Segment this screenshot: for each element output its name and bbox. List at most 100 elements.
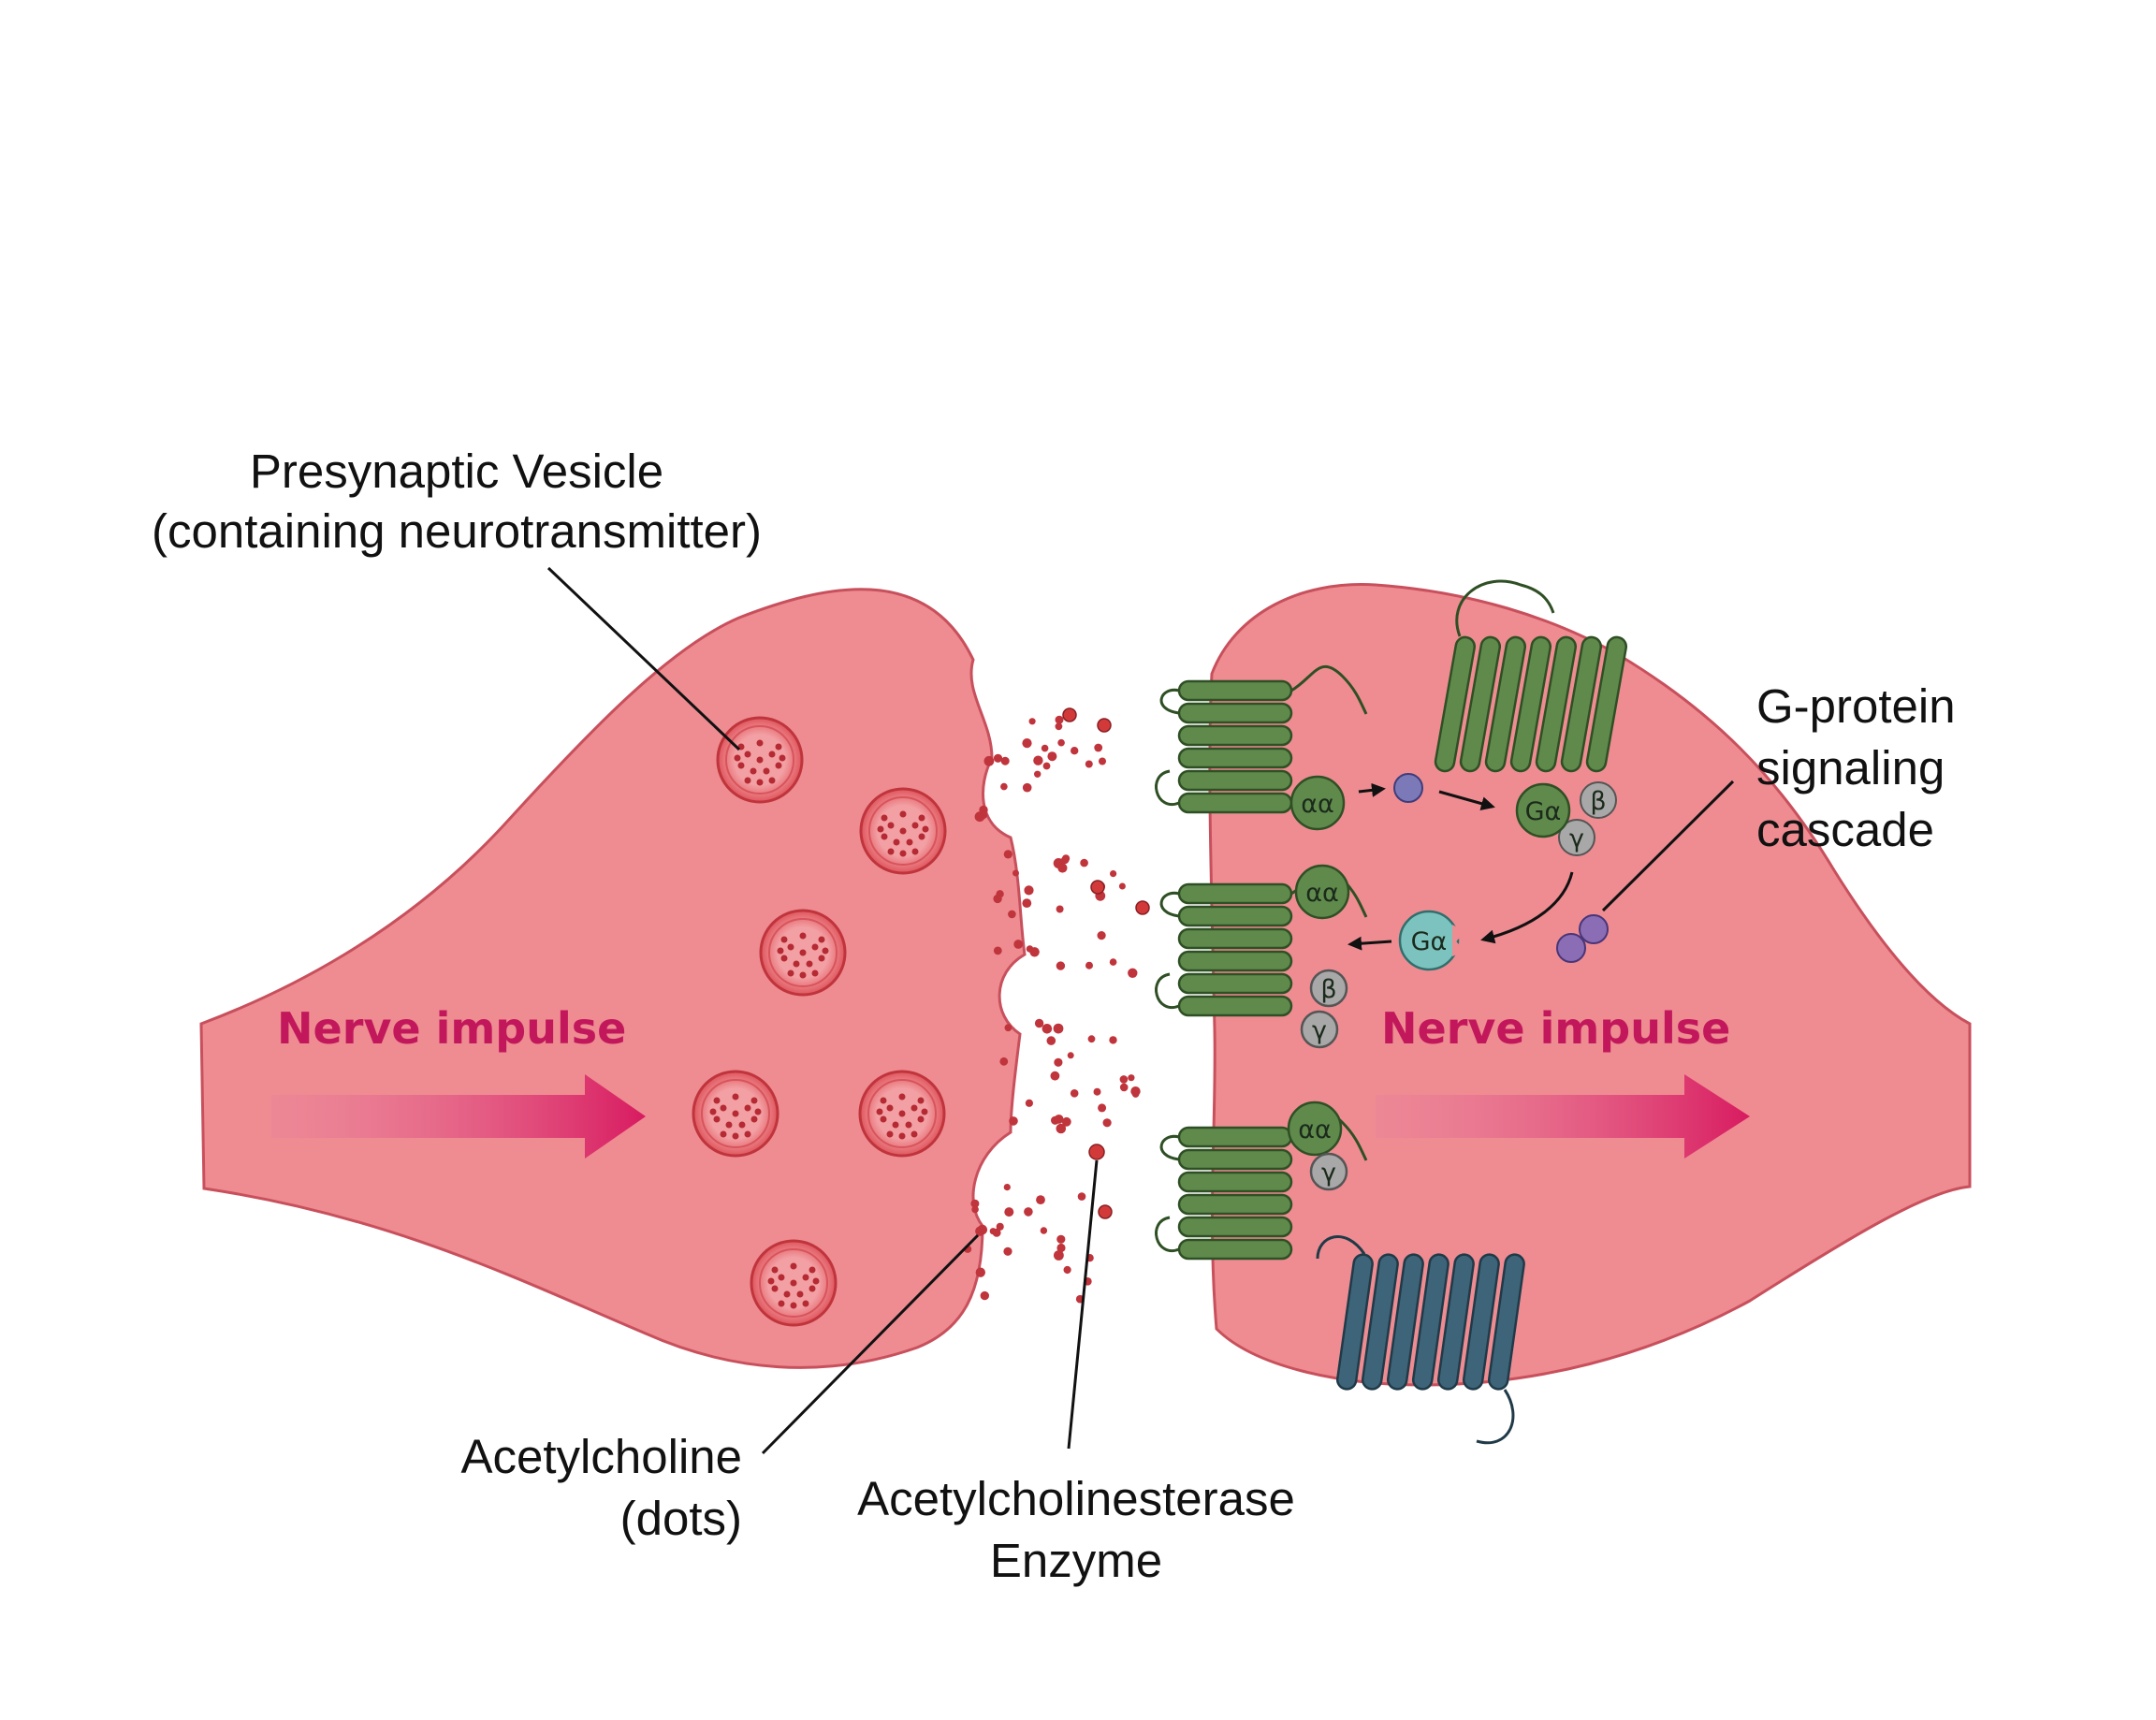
acetylcholine-dot — [1024, 1207, 1033, 1217]
acetylcholine-dot — [1098, 1103, 1107, 1113]
acetylcholine-dot — [1008, 910, 1016, 919]
acetylcholine-dot — [1102, 1118, 1112, 1128]
acetylcholine-dot — [1012, 869, 1019, 877]
trimer-g-alpha-label: Gα — [1525, 797, 1562, 826]
acetylcholine-dot — [993, 753, 1003, 763]
acetylcholine-dot — [1110, 870, 1117, 878]
alpha-subunit — [1294, 864, 1350, 920]
acetylcholine-dot — [1131, 1090, 1140, 1098]
acetylcholine-dot — [1000, 756, 1010, 765]
acetylcholine-dot — [1054, 1250, 1064, 1261]
acetylcholine-dot — [980, 811, 988, 820]
trimer-beta-label: β — [1590, 787, 1606, 816]
acetylcholine-dot — [1077, 1192, 1086, 1201]
alpha-subunit — [1289, 775, 1346, 831]
impulse-arrow-right — [1376, 1074, 1750, 1159]
acetylcholine-dot — [1028, 718, 1036, 725]
receptor-vertical-green — [1434, 579, 1628, 773]
acetylcholine-dot — [1099, 757, 1106, 765]
cascade-arrow-3 — [1480, 871, 1574, 944]
acetylcholine-dot — [1135, 900, 1150, 915]
acetylcholine-dot — [1025, 1099, 1033, 1107]
acetylcholine-dot — [1022, 782, 1032, 793]
acetylcholine-dot — [1029, 947, 1040, 957]
alpha-subunit-label: αα — [1301, 790, 1334, 819]
gprotein-leader-line — [1601, 780, 1735, 912]
effector-enzyme — [1556, 914, 1609, 963]
acetylcholine-dot — [1128, 968, 1138, 979]
gamma-subunit-label: γ — [1312, 1016, 1327, 1045]
acetylcholine-dot — [1071, 747, 1079, 755]
vesicle — [859, 787, 947, 875]
acetylcholine-dot — [1057, 738, 1065, 747]
acetylcholine-dot — [1057, 863, 1068, 873]
vesicle-leader-line — [546, 566, 741, 751]
acetylcholine-dot — [1087, 1035, 1096, 1043]
acetylcholine-dot — [1009, 1116, 1018, 1126]
acetylcholinesterase-enzyme — [1088, 1144, 1105, 1160]
cascade-arrow-2 — [1438, 790, 1495, 810]
alpha-subunit — [1287, 1101, 1343, 1157]
acetylcholine-dot — [1013, 940, 1024, 949]
acetylcholine-dot — [1024, 885, 1034, 896]
impulse-label-left: Nerve impulse — [277, 1003, 626, 1054]
vesicle — [716, 716, 804, 804]
vesicle — [692, 1070, 779, 1158]
presynaptic-vesicles — [692, 716, 947, 1327]
acetylcholine-dot — [1046, 1036, 1056, 1045]
acetylcholine-dot — [1000, 782, 1008, 791]
vesicle — [759, 909, 847, 997]
gamma-subunit — [1309, 1152, 1348, 1191]
ache-leader-line — [1067, 1159, 1099, 1450]
acetylcholine-dot — [1119, 1083, 1129, 1092]
acetylcholine-dot — [1053, 1023, 1064, 1034]
acetylcholine-dot — [1055, 715, 1064, 724]
acetylcholine-dot — [1051, 1115, 1060, 1125]
acetylcholine-dot — [1056, 1234, 1066, 1244]
acetylcholine-dot — [1085, 760, 1093, 768]
acetylcholine-dot — [977, 1224, 988, 1235]
acetylcholine-dot — [1061, 1116, 1071, 1127]
acetylcholine-dot — [1063, 1265, 1071, 1275]
ache-label-line2: Enzyme — [990, 1534, 1162, 1587]
acetylcholine-dot — [970, 1199, 980, 1208]
acetylcholine-dot — [1041, 744, 1049, 752]
alpha-subunit-label: αα — [1305, 879, 1339, 908]
nicotinic-receptor: αα — [1155, 664, 1368, 831]
receptor-vertical-blue — [1316, 1235, 1525, 1445]
ache-label-line1: Acetylcholinesterase — [857, 1472, 1295, 1525]
acetylcholine-dot — [1067, 1052, 1074, 1059]
acetylcholine-dot — [1094, 743, 1103, 752]
acetylcholine-dot — [1056, 961, 1066, 970]
acetylcholine-dot — [1080, 858, 1088, 867]
cascade-arrow-1 — [1358, 782, 1386, 797]
acetylcholine-dot — [1042, 1024, 1053, 1034]
acetylcholine-dot — [980, 1290, 990, 1301]
g-alpha-free: Gα — [1398, 910, 1465, 971]
acetylcholine-dot — [1040, 1227, 1048, 1234]
acetylcholine-dot — [1004, 1207, 1014, 1217]
acetylcholine-dot — [1090, 880, 1105, 895]
acetylcholine-dot — [1097, 718, 1112, 733]
gprotein-label-line2: signaling — [1756, 741, 1945, 794]
ach-label-line2: (dots) — [620, 1492, 742, 1545]
signal-molecule — [1393, 773, 1423, 803]
acetylcholine-dot — [1055, 722, 1063, 731]
acetylcholine-dot — [1056, 1123, 1067, 1134]
beta-subunit — [1309, 969, 1348, 1008]
trimer-gamma-label: γ — [1569, 824, 1584, 853]
acetylcholine-dot — [993, 894, 1002, 904]
vesicle — [858, 1070, 946, 1158]
gamma-subunit-label: γ — [1321, 1159, 1336, 1188]
acetylcholine-dot — [1033, 755, 1043, 765]
acetylcholine-dot — [1119, 1075, 1129, 1084]
acetylcholine-dot — [1118, 882, 1126, 890]
acetylcholine-dot — [1098, 1204, 1113, 1219]
acetylcholine-dot — [1022, 898, 1032, 908]
vesicle-label-line1: Presynaptic Vesicle — [250, 445, 663, 498]
acetylcholine-dot — [993, 946, 1002, 955]
acetylcholine-dot — [1054, 1057, 1063, 1067]
